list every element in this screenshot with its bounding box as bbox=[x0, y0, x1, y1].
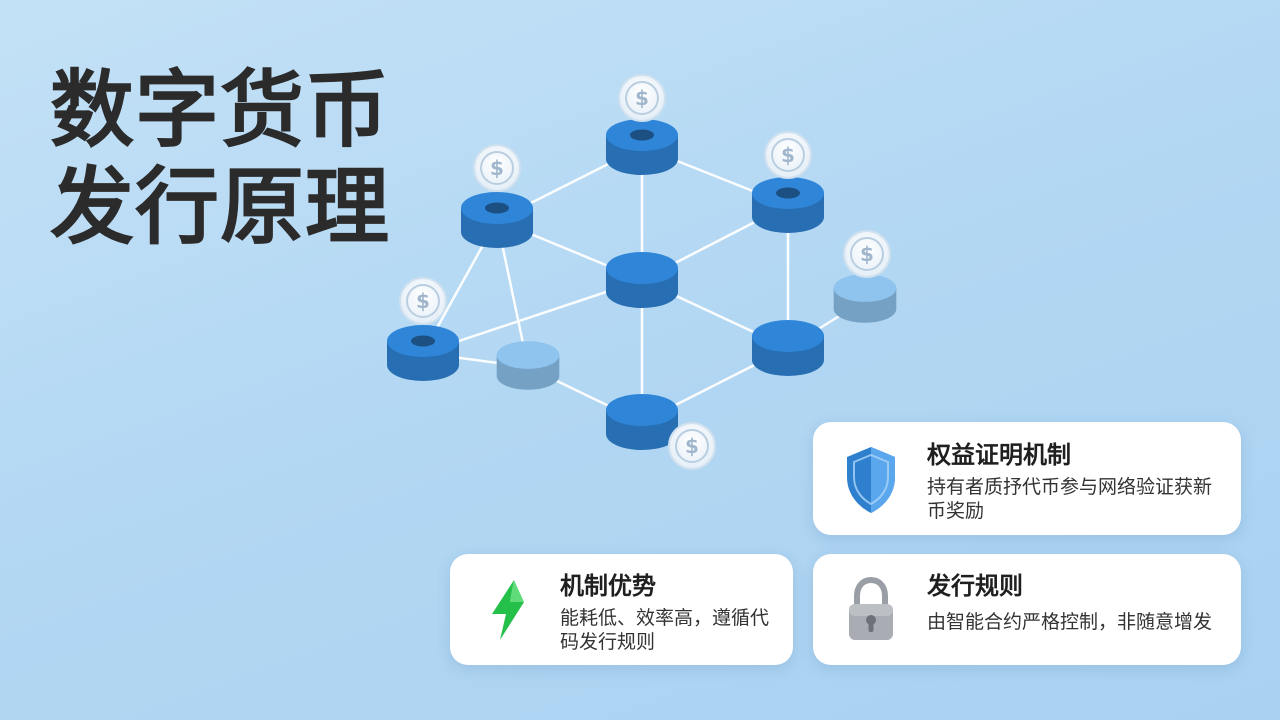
dollar-coin-icon: $ bbox=[618, 74, 666, 122]
blockchain-node bbox=[606, 119, 678, 175]
proof-of-stake-card: 权益证明机制 持有者质抒代币参与网络验证获新币奖励 bbox=[813, 422, 1241, 535]
card-title: 权益证明机制 bbox=[927, 441, 1071, 469]
svg-text:$: $ bbox=[416, 289, 430, 313]
network-edge bbox=[421, 278, 644, 355]
title-line-1: 数字货币 bbox=[50, 61, 391, 159]
svg-text:$: $ bbox=[685, 434, 699, 458]
card-description: 持有者质抒代币参与网络验证获新币奖励 bbox=[927, 476, 1213, 522]
page-title: 数字货币 发行原理 bbox=[50, 62, 390, 256]
blockchain-node bbox=[752, 320, 824, 376]
shield-icon bbox=[843, 443, 899, 515]
dollar-coin-icon: $ bbox=[668, 422, 716, 470]
card-title: 发行规则 bbox=[927, 572, 1023, 600]
blockchain-node bbox=[606, 252, 678, 308]
svg-text:$: $ bbox=[781, 143, 795, 167]
dollar-coin-icon: $ bbox=[843, 230, 891, 278]
blockchain-node bbox=[833, 274, 897, 323]
network-nodes: $ $ $ $ $ $ bbox=[387, 74, 897, 470]
mechanism-advantage-card: 机制优势 能耗低、效率高，遵循代码发行规则 bbox=[450, 554, 793, 665]
card-title: 机制优势 bbox=[560, 572, 656, 600]
card-description: 能耗低、效率高，遵循代码发行规则 bbox=[560, 607, 770, 653]
svg-text:$: $ bbox=[635, 86, 649, 110]
svg-text:$: $ bbox=[860, 242, 874, 266]
card-description: 由智能合约严格控制，非随意增发 bbox=[927, 611, 1213, 633]
dollar-coin-icon: $ bbox=[473, 144, 521, 192]
dollar-coin-icon: $ bbox=[399, 277, 447, 325]
title-line-2: 发行原理 bbox=[50, 158, 391, 256]
lightning-icon bbox=[480, 574, 536, 646]
dollar-coin-icon: $ bbox=[764, 131, 812, 179]
blockchain-node bbox=[606, 394, 678, 450]
blockchain-node bbox=[752, 177, 824, 233]
svg-text:$: $ bbox=[490, 156, 504, 180]
lock-icon bbox=[843, 574, 899, 646]
blockchain-node bbox=[461, 192, 533, 248]
issuance-rules-card: 发行规则 由智能合约严格控制，非随意增发 bbox=[813, 554, 1241, 665]
blockchain-node bbox=[387, 325, 459, 381]
blockchain-node bbox=[496, 341, 560, 390]
